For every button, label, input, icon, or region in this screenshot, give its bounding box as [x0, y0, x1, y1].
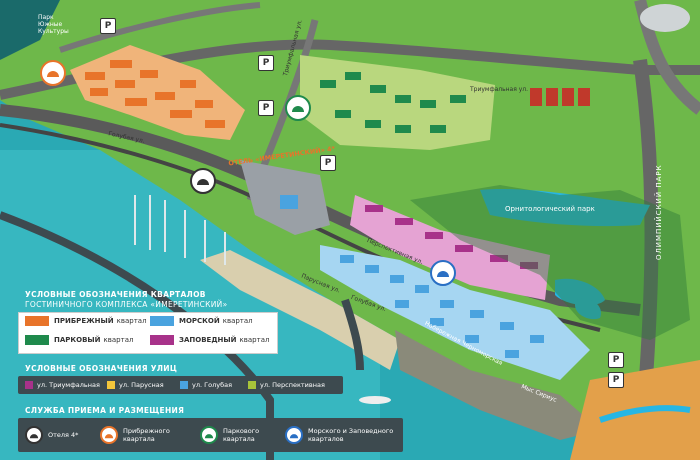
- reception-parkovy-map-icon[interactable]: [285, 95, 311, 121]
- street-swatch: [107, 381, 115, 389]
- legend-reception-hotel: Отеля 4*: [25, 426, 78, 444]
- legend-reception-morskoy: Морского и Заповедного кварталов: [285, 426, 400, 444]
- parking-icon: P: [258, 100, 274, 116]
- street-swatch: [180, 381, 188, 389]
- reception-pribrezhny-map-icon[interactable]: [40, 60, 66, 86]
- parking-icon: P: [608, 352, 624, 368]
- reception-morskoy-icon: [285, 426, 303, 444]
- legend-item-zapovedny: ЗАПОВЕДНЫЙ квартал: [150, 335, 269, 345]
- legend-street-triumfalnaya: ул. Триумфальная: [25, 381, 100, 389]
- reception-pribrezhny-icon: [100, 426, 118, 444]
- ornithological-park-label: Орнитологический парк: [505, 205, 595, 213]
- quarters-legend-subtitle: ГОСТИНИЧНОГО КОМПЛЕКСА «ИМЕРЕТИНСКИЙ»: [25, 300, 228, 309]
- legend-street-parusnaya: ул. Парусная: [107, 381, 164, 389]
- quarters-legend-box: [18, 312, 278, 354]
- legend-swatch: [150, 316, 174, 326]
- street-swatch: [248, 381, 256, 389]
- legend-reception-parkovy: Паркового квартала: [200, 426, 280, 444]
- street-label-triumfalnaya-1: Триумфальная ул.: [470, 86, 529, 93]
- reception-hotel-icon: [25, 426, 43, 444]
- legend-swatch: [25, 316, 49, 326]
- streets-legend-title: УСЛОВНЫЕ ОБОЗНАЧЕНИЯ УЛИЦ: [25, 364, 178, 373]
- reception-hotel-map-icon[interactable]: [190, 168, 216, 194]
- legend-item-parkovy: ПАРКОВЫЙ квартал: [25, 335, 133, 345]
- legend-swatch: [150, 335, 174, 345]
- parking-icon: P: [608, 372, 624, 388]
- legend-item-morskoy: МОРСКОЙ квартал: [150, 316, 253, 326]
- quarters-legend-title: УСЛОВНЫЕ ОБОЗНАЧЕНИЯ КВАРТАЛОВ: [25, 290, 206, 299]
- reception-parkovy-icon: [200, 426, 218, 444]
- parking-icon: P: [320, 155, 336, 171]
- legend-street-golubaya: ул. Голубая: [180, 381, 232, 389]
- street-swatch: [25, 381, 33, 389]
- parking-icon: P: [258, 55, 274, 71]
- legend-street-perspektivnaya: ул. Перспективная: [248, 381, 325, 389]
- reception-morskoy-map-icon[interactable]: [430, 260, 456, 286]
- south-culture-park-label: Парк Южные Культуры: [38, 14, 69, 35]
- legend-reception-pribrezhny: Прибрежного квартала: [100, 426, 195, 444]
- olympic-park-label: ОЛИМПИЙСКИЙ ПАРК: [655, 164, 663, 260]
- reception-legend-title: СЛУЖБА ПРИЕМА И РАЗМЕЩЕНИЯ: [25, 406, 185, 415]
- legend-item-pribrezhny: ПРИБРЕЖНЫЙ квартал: [25, 316, 147, 326]
- legend-swatch: [25, 335, 49, 345]
- parking-icon: P: [100, 18, 116, 34]
